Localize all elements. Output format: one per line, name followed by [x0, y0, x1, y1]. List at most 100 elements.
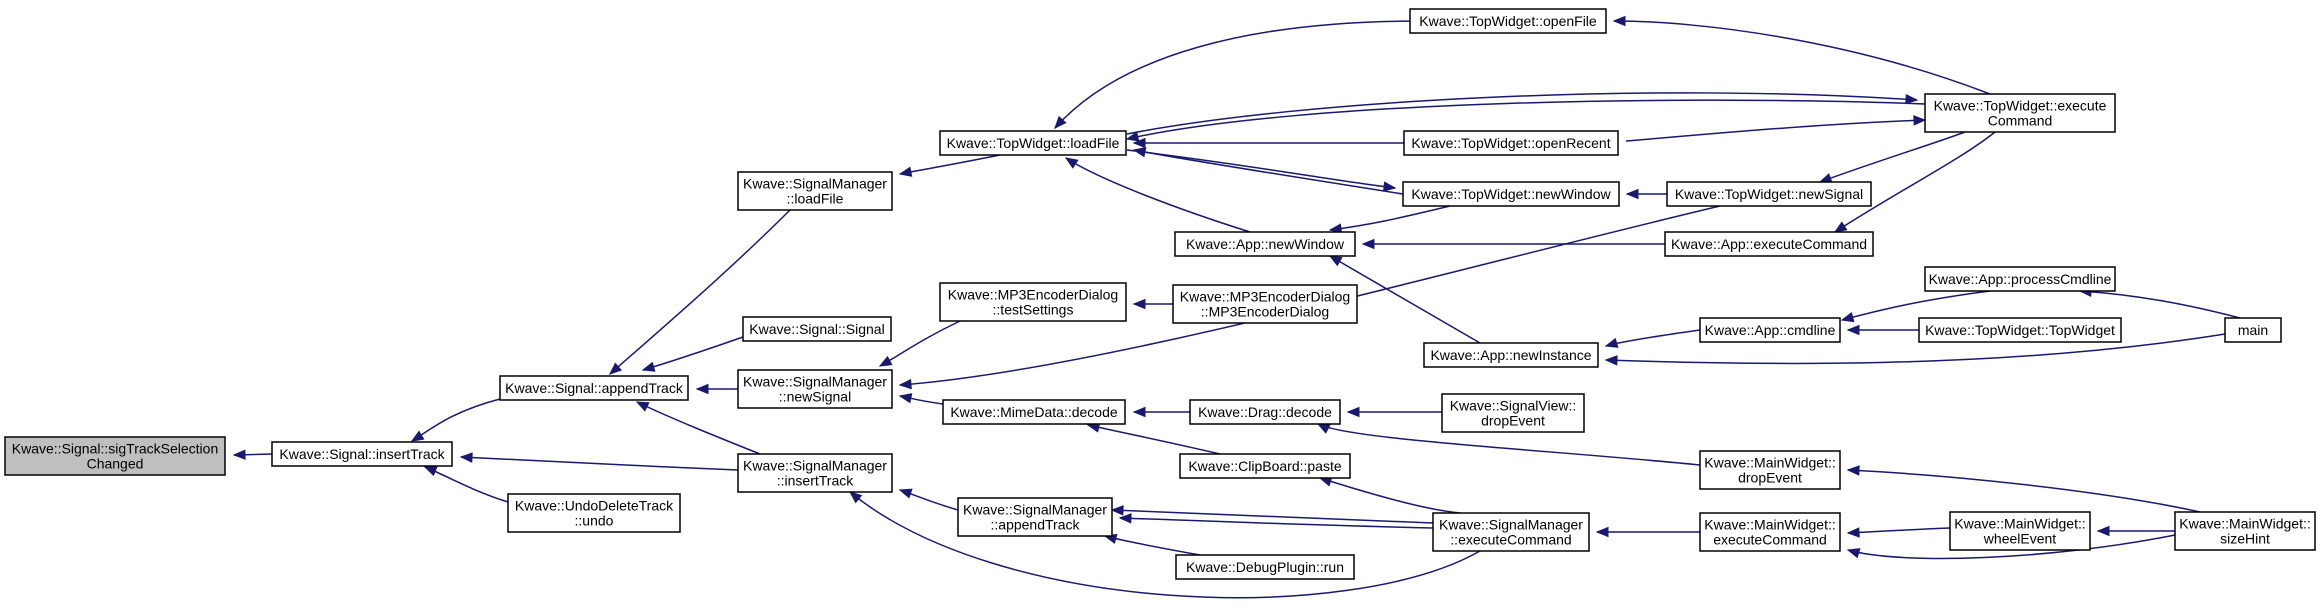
- node-label: wheelEvent: [1983, 531, 2056, 547]
- node-box: [1918, 317, 2122, 343]
- node-label: Kwave::App::processCmdline: [1929, 271, 2112, 287]
- node-main[interactable]: main: [2224, 317, 2282, 343]
- edge-dragdecode-svdropevent: [1346, 406, 1442, 418]
- edge-appendtrack-inserttrack: [410, 398, 501, 442]
- node-box: [1699, 317, 1841, 343]
- edge-dragdecode-mimedecode: [1132, 406, 1190, 418]
- node-label: Kwave::Signal::Signal: [749, 321, 884, 337]
- node-box: [1409, 8, 1607, 34]
- node-label: Kwave::MainWidget::: [1704, 455, 1836, 471]
- node-box: [737, 171, 893, 211]
- edge-twexecutecommand-twopenfile: [1612, 15, 1991, 95]
- node-tw-new-signal[interactable]: Kwave::TopWidget::newSignal: [1666, 181, 1872, 207]
- node-mw-wheel-event[interactable]: Kwave::MainWidget::wheelEvent: [1949, 511, 2091, 551]
- edge-undodeletetrack-inserttrack: [423, 466, 509, 503]
- node-box: [942, 399, 1126, 425]
- edge-inserttrack-root: [232, 449, 273, 460]
- node-clip-paste[interactable]: Kwave::ClipBoard::paste: [1179, 453, 1351, 479]
- node-label: Kwave::SignalManager: [1439, 517, 1583, 533]
- node-mw-size-hint[interactable]: Kwave::MainWidget::sizeHint: [2174, 511, 2316, 551]
- node-label: ::loadFile: [787, 191, 844, 207]
- node-label: Kwave::Signal::appendTrack: [505, 380, 684, 396]
- edge-smexecutecommand-smappendtrack: [1118, 513, 1434, 529]
- node-label: Kwave::Drag::decode: [1198, 404, 1332, 420]
- edge-twopenrecent-twloadfile: [1132, 137, 1404, 149]
- node-mw-execute-command[interactable]: Kwave::MainWidget::executeCommand: [1699, 512, 1841, 552]
- edge-twnewsignal-twnewwindow: [1625, 188, 1667, 200]
- node-insert-track[interactable]: Kwave::Signal::insertTrack: [271, 441, 453, 467]
- node-label: Kwave::MP3EncoderDialog: [1180, 289, 1350, 305]
- node-label: Kwave::SignalManager: [743, 176, 887, 192]
- node-tw-execute-command[interactable]: Kwave::TopWidget::executeCommand: [1924, 93, 2116, 133]
- node-drag-decode[interactable]: Kwave::Drag::decode: [1189, 399, 1341, 425]
- node-label: Kwave::App::newWindow: [1186, 236, 1345, 252]
- node-tw-open-recent[interactable]: Kwave::TopWidget::openRecent: [1403, 130, 1619, 156]
- node-box: [1403, 130, 1619, 156]
- node-app-execute-command[interactable]: Kwave::App::executeCommand: [1664, 231, 1874, 257]
- node-label: Kwave::TopWidget::newSignal: [1675, 186, 1863, 202]
- node-sm-new-signal[interactable]: Kwave::SignalManager::newSignal: [737, 369, 893, 409]
- node-debug-run[interactable]: Kwave::DebugPlugin::run: [1175, 554, 1355, 580]
- node-label: dropEvent: [1738, 470, 1802, 486]
- node-tw-new-window[interactable]: Kwave::TopWidget::newWindow: [1402, 181, 1620, 207]
- node-app-new-instance[interactable]: Kwave::App::newInstance: [1423, 342, 1599, 368]
- edge-appnewinstance-appcmdline: [1604, 329, 1701, 348]
- node-box: [742, 316, 892, 342]
- node-label: Kwave::MainWidget::: [1954, 516, 2086, 532]
- node-label: Kwave::MainWidget::: [1704, 517, 1836, 533]
- node-box: [1949, 511, 2091, 551]
- node-sm-append-track[interactable]: Kwave::SignalManager::appendTrack: [957, 497, 1113, 537]
- edge-twloadfile-smloadfile: [898, 154, 1001, 177]
- node-label: Kwave::TopWidget::loadFile: [947, 135, 1120, 151]
- node-mp3-test-settings[interactable]: Kwave::MP3EncoderDialog::testSettings: [939, 282, 1127, 322]
- node-box: [737, 369, 893, 409]
- node-label: Kwave::App::newInstance: [1430, 347, 1591, 363]
- node-box: [507, 493, 681, 533]
- edge-twloadfile-twnewwindow: [1126, 149, 1397, 192]
- node-sv-drop-event[interactable]: Kwave::SignalView::dropEvent: [1441, 393, 1585, 433]
- node-app-new-window[interactable]: Kwave::App::newWindow: [1174, 231, 1356, 257]
- node-label: dropEvent: [1481, 413, 1545, 429]
- node-box: [2224, 317, 2282, 343]
- node-sm-execute-command[interactable]: Kwave::SignalManager::executeCommand: [1432, 512, 1590, 552]
- node-label: Kwave::App::cmdline: [1705, 322, 1836, 338]
- node-label: ::undo: [575, 513, 614, 529]
- edge-twnewsignal-twexecutecommand: [1818, 131, 1966, 183]
- node-sm-insert-track[interactable]: Kwave::SignalManager::insertTrack: [737, 453, 893, 493]
- node-tw-top-widget[interactable]: Kwave::TopWidget::TopWidget: [1918, 317, 2122, 343]
- node-append-track[interactable]: Kwave::Signal::appendTrack: [499, 375, 689, 401]
- node-mime-decode[interactable]: Kwave::MimeData::decode: [942, 399, 1126, 425]
- node-box: [1666, 181, 1872, 207]
- edge-mwwheelevent-mwsizehint: [2096, 525, 2175, 537]
- edge-twexecutecommand-twopenrecent: [1625, 115, 1927, 142]
- node-box: [957, 497, 1113, 537]
- edge-smexecutecommand-smappendtrack: [1110, 505, 1434, 524]
- node-label: main: [2238, 322, 2268, 338]
- edge-appnewwindow-appnewinstance: [1328, 255, 1481, 344]
- node-label: Kwave::UndoDeleteTrack: [515, 498, 674, 514]
- edge-appexecutecommand-twexecutecommand: [1833, 131, 1996, 233]
- node-signal-signal[interactable]: Kwave::Signal::Signal: [742, 316, 892, 342]
- node-box: [4, 436, 226, 476]
- edge-twopenfile-twloadfile: [1054, 20, 1421, 129]
- edge-mwdropevent-mwsizehint: [1846, 465, 2201, 513]
- node-box: [499, 375, 689, 401]
- node-app-cmdline[interactable]: Kwave::App::cmdline: [1699, 317, 1841, 343]
- node-label: Changed: [87, 456, 144, 472]
- node-app-process-cmdline[interactable]: Kwave::App::processCmdline: [1924, 266, 2116, 292]
- node-tw-load-file[interactable]: Kwave::TopWidget::loadFile: [939, 130, 1127, 156]
- node-sm-load-file[interactable]: Kwave::SignalManager::loadFile: [737, 171, 893, 211]
- node-box: [1172, 284, 1358, 324]
- node-label: Kwave::DebugPlugin::run: [1186, 559, 1344, 575]
- node-tw-open-file[interactable]: Kwave::TopWidget::openFile: [1409, 8, 1607, 34]
- edge-mp3ctor-mp3testsettings: [1132, 298, 1173, 310]
- node-label: Kwave::MP3EncoderDialog: [948, 287, 1118, 303]
- node-undo-delete-track[interactable]: Kwave::UndoDeleteTrack::undo: [507, 493, 681, 533]
- node-mw-drop-event[interactable]: Kwave::MainWidget::dropEvent: [1699, 450, 1841, 490]
- node-mp3-ctor[interactable]: Kwave::MP3EncoderDialog::MP3EncoderDialo…: [1172, 284, 1358, 324]
- edge-smappendtrack-sminserttrack: [898, 488, 959, 511]
- node-label: Kwave::SignalView::: [1450, 398, 1577, 414]
- edge-sminserttrack-inserttrack: [459, 452, 739, 471]
- node-box: [1432, 512, 1590, 552]
